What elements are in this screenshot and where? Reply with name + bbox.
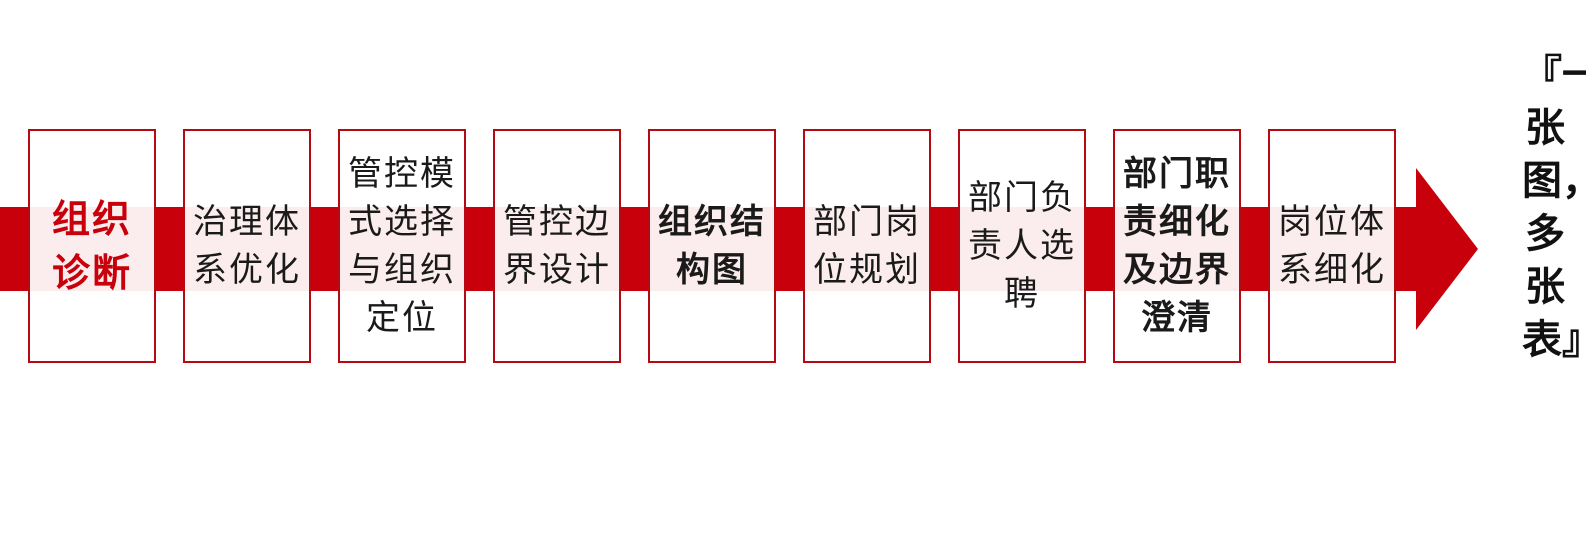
- step-label: 治理体系优化: [193, 202, 301, 290]
- step-box-governance-optimization: 治理体系优化: [183, 129, 311, 363]
- step-label: 管控模式选择与组织定位: [348, 154, 456, 338]
- step-box-org-chart: 组织结构图: [648, 129, 776, 363]
- step-label: 部门职责细化及边界澄清: [1123, 154, 1231, 338]
- process-arrow-head-icon: [1416, 168, 1478, 330]
- step-label: 组织结构图: [658, 202, 766, 290]
- side-title: 『一张图，多张表』: [1522, 51, 1586, 363]
- step-label: 岗位体系细化: [1278, 202, 1386, 290]
- step-box-department-position-planning: 部门岗位规划: [803, 129, 931, 363]
- step-box-control-mode-selection: 管控模式选择与组织定位: [338, 129, 466, 363]
- step-label: 组织诊断: [51, 196, 132, 295]
- step-box-organization-diagnosis: 组织诊断: [28, 129, 156, 363]
- step-box-department-duty-refinement: 部门职责细化及边界澄清: [1113, 129, 1241, 363]
- step-box-control-boundary-design: 管控边界设计: [493, 129, 621, 363]
- step-label: 部门岗位规划: [813, 202, 921, 290]
- step-box-position-system-refinement: 岗位体系细化: [1268, 129, 1396, 363]
- step-box-department-head-selection: 部门负责人选聘: [958, 129, 1086, 363]
- step-label: 部门负责人选聘: [968, 178, 1076, 314]
- step-label: 管控边界设计: [503, 202, 611, 290]
